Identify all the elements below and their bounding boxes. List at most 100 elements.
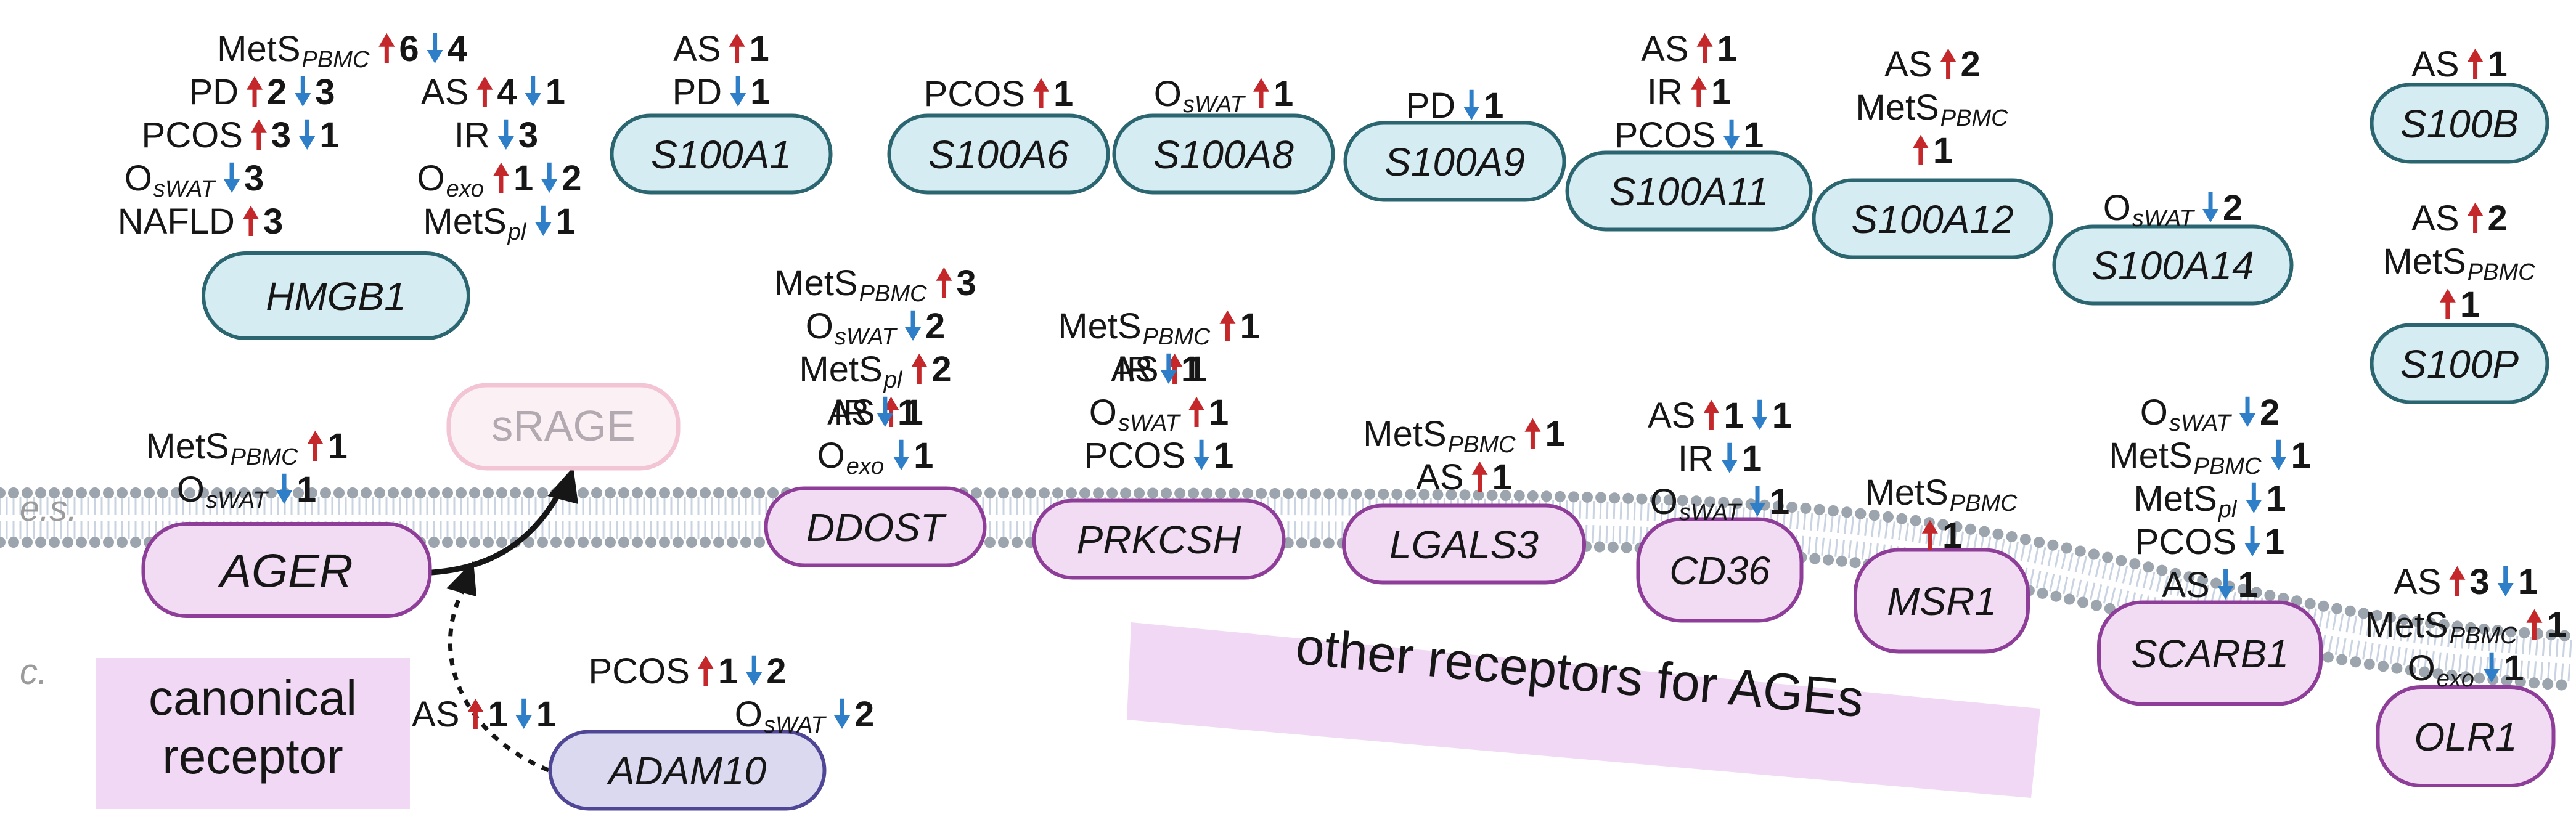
condition-label: PD bbox=[1406, 86, 1456, 126]
down-count: 2 bbox=[562, 158, 581, 198]
up-count: 1 bbox=[1187, 349, 1207, 389]
red-up-arrow-icon bbox=[1940, 48, 1957, 79]
blue-down-arrow-icon bbox=[2217, 569, 2234, 600]
down-count: 1 bbox=[319, 115, 339, 155]
condition-label: IR bbox=[1647, 72, 1683, 112]
condition-label: AS bbox=[2411, 198, 2459, 238]
condition-label: MetS bbox=[145, 426, 229, 466]
condition-subscript: PBMC bbox=[2450, 623, 2517, 649]
gene-pill-adam10 bbox=[548, 730, 827, 811]
condition-label: AS bbox=[2162, 565, 2209, 605]
up-count: 1 bbox=[2488, 44, 2508, 84]
gene-name: ADAM10 bbox=[606, 749, 767, 793]
blue-down-arrow-icon bbox=[2484, 652, 2500, 683]
up-count: 3 bbox=[263, 201, 283, 242]
red-up-arrow-icon bbox=[2467, 202, 2484, 233]
condition-label: AS bbox=[412, 694, 459, 734]
down-count: 3 bbox=[315, 72, 335, 112]
gene-name: S100A14 bbox=[2091, 243, 2254, 288]
gene-name: SCARB1 bbox=[2131, 632, 2289, 676]
blue-down-arrow-icon bbox=[834, 698, 851, 729]
condition-label: AS bbox=[1111, 349, 1158, 389]
blue-down-arrow-icon bbox=[2497, 566, 2514, 596]
down-count: 2 bbox=[925, 306, 945, 346]
down-count: 1 bbox=[2504, 648, 2524, 688]
condition-label: PCOS bbox=[1084, 436, 1185, 476]
srage-arrowhead-icon bbox=[547, 467, 578, 504]
red-up-arrow-icon bbox=[1253, 78, 1270, 108]
evidence-group: 1 bbox=[2439, 285, 2480, 325]
condition-label: AS bbox=[2394, 562, 2441, 602]
up-count: 1 bbox=[1209, 393, 1229, 433]
down-count: 2 bbox=[2223, 188, 2243, 228]
gene-name: S100A12 bbox=[1851, 197, 2013, 242]
blue-down-arrow-icon bbox=[535, 205, 552, 236]
up-count: 1 bbox=[2460, 285, 2480, 325]
condition-label: MetS bbox=[423, 201, 506, 242]
down-count: 1 bbox=[914, 436, 933, 476]
condition-label: AS bbox=[1641, 29, 1688, 69]
red-up-arrow-icon bbox=[1033, 78, 1050, 108]
gene-name: AGER bbox=[218, 545, 353, 597]
condition-label: IR bbox=[1678, 439, 1714, 479]
condition-label: AS bbox=[421, 72, 468, 112]
blue-down-arrow-icon bbox=[525, 76, 541, 107]
up-count: 1 bbox=[718, 651, 738, 691]
blue-down-arrow-icon bbox=[224, 162, 240, 193]
up-count: 1 bbox=[1942, 516, 1962, 556]
down-count: 1 bbox=[1744, 115, 1764, 155]
red-up-arrow-icon bbox=[2439, 288, 2456, 319]
condition-label: O bbox=[2103, 188, 2131, 228]
condition-label: PD bbox=[189, 72, 239, 112]
down-count: 1 bbox=[2291, 436, 2310, 476]
condition-subscript: pl bbox=[883, 367, 903, 393]
red-up-arrow-icon bbox=[1188, 396, 1205, 427]
red-up-arrow-icon bbox=[378, 33, 395, 63]
gene-pill-s100b bbox=[2370, 83, 2549, 164]
down-count: 1 bbox=[1181, 349, 1201, 389]
gene-pill-s100a12 bbox=[1812, 178, 2053, 259]
condition-label: PD bbox=[673, 72, 722, 112]
condition-label: AS bbox=[827, 393, 875, 433]
blue-down-arrow-icon bbox=[2246, 482, 2262, 513]
gene-name: S100B bbox=[2400, 102, 2519, 146]
condition-label: AS bbox=[1884, 44, 1932, 84]
condition-label: O bbox=[735, 694, 763, 734]
up-count: 2 bbox=[2488, 198, 2508, 238]
gene-pill-hmgb1 bbox=[202, 251, 470, 340]
gene-pill-s100p bbox=[2370, 323, 2549, 404]
blue-down-arrow-icon bbox=[497, 119, 514, 150]
canonical-receptor-label: canonical bbox=[149, 670, 357, 725]
evidence-group: IR 1 bbox=[1647, 72, 1731, 112]
condition-label: PCOS bbox=[1614, 115, 1715, 155]
extracellular-space-label: e.s. bbox=[20, 489, 78, 529]
blue-down-arrow-icon bbox=[2270, 439, 2287, 470]
up-count: 2 bbox=[1961, 44, 1981, 84]
blue-down-arrow-icon bbox=[299, 119, 316, 150]
condition-label: MetS bbox=[2109, 436, 2192, 476]
gene-pill-s100a1 bbox=[610, 113, 833, 195]
up-count: 1 bbox=[1711, 72, 1731, 112]
gene-name: LGALS3 bbox=[1389, 523, 1539, 567]
up-count: 1 bbox=[488, 694, 507, 734]
down-count: 4 bbox=[448, 29, 467, 69]
up-count: 1 bbox=[1933, 131, 1953, 171]
gene-name: S100A6 bbox=[928, 132, 1069, 177]
blue-down-arrow-icon bbox=[427, 33, 443, 63]
